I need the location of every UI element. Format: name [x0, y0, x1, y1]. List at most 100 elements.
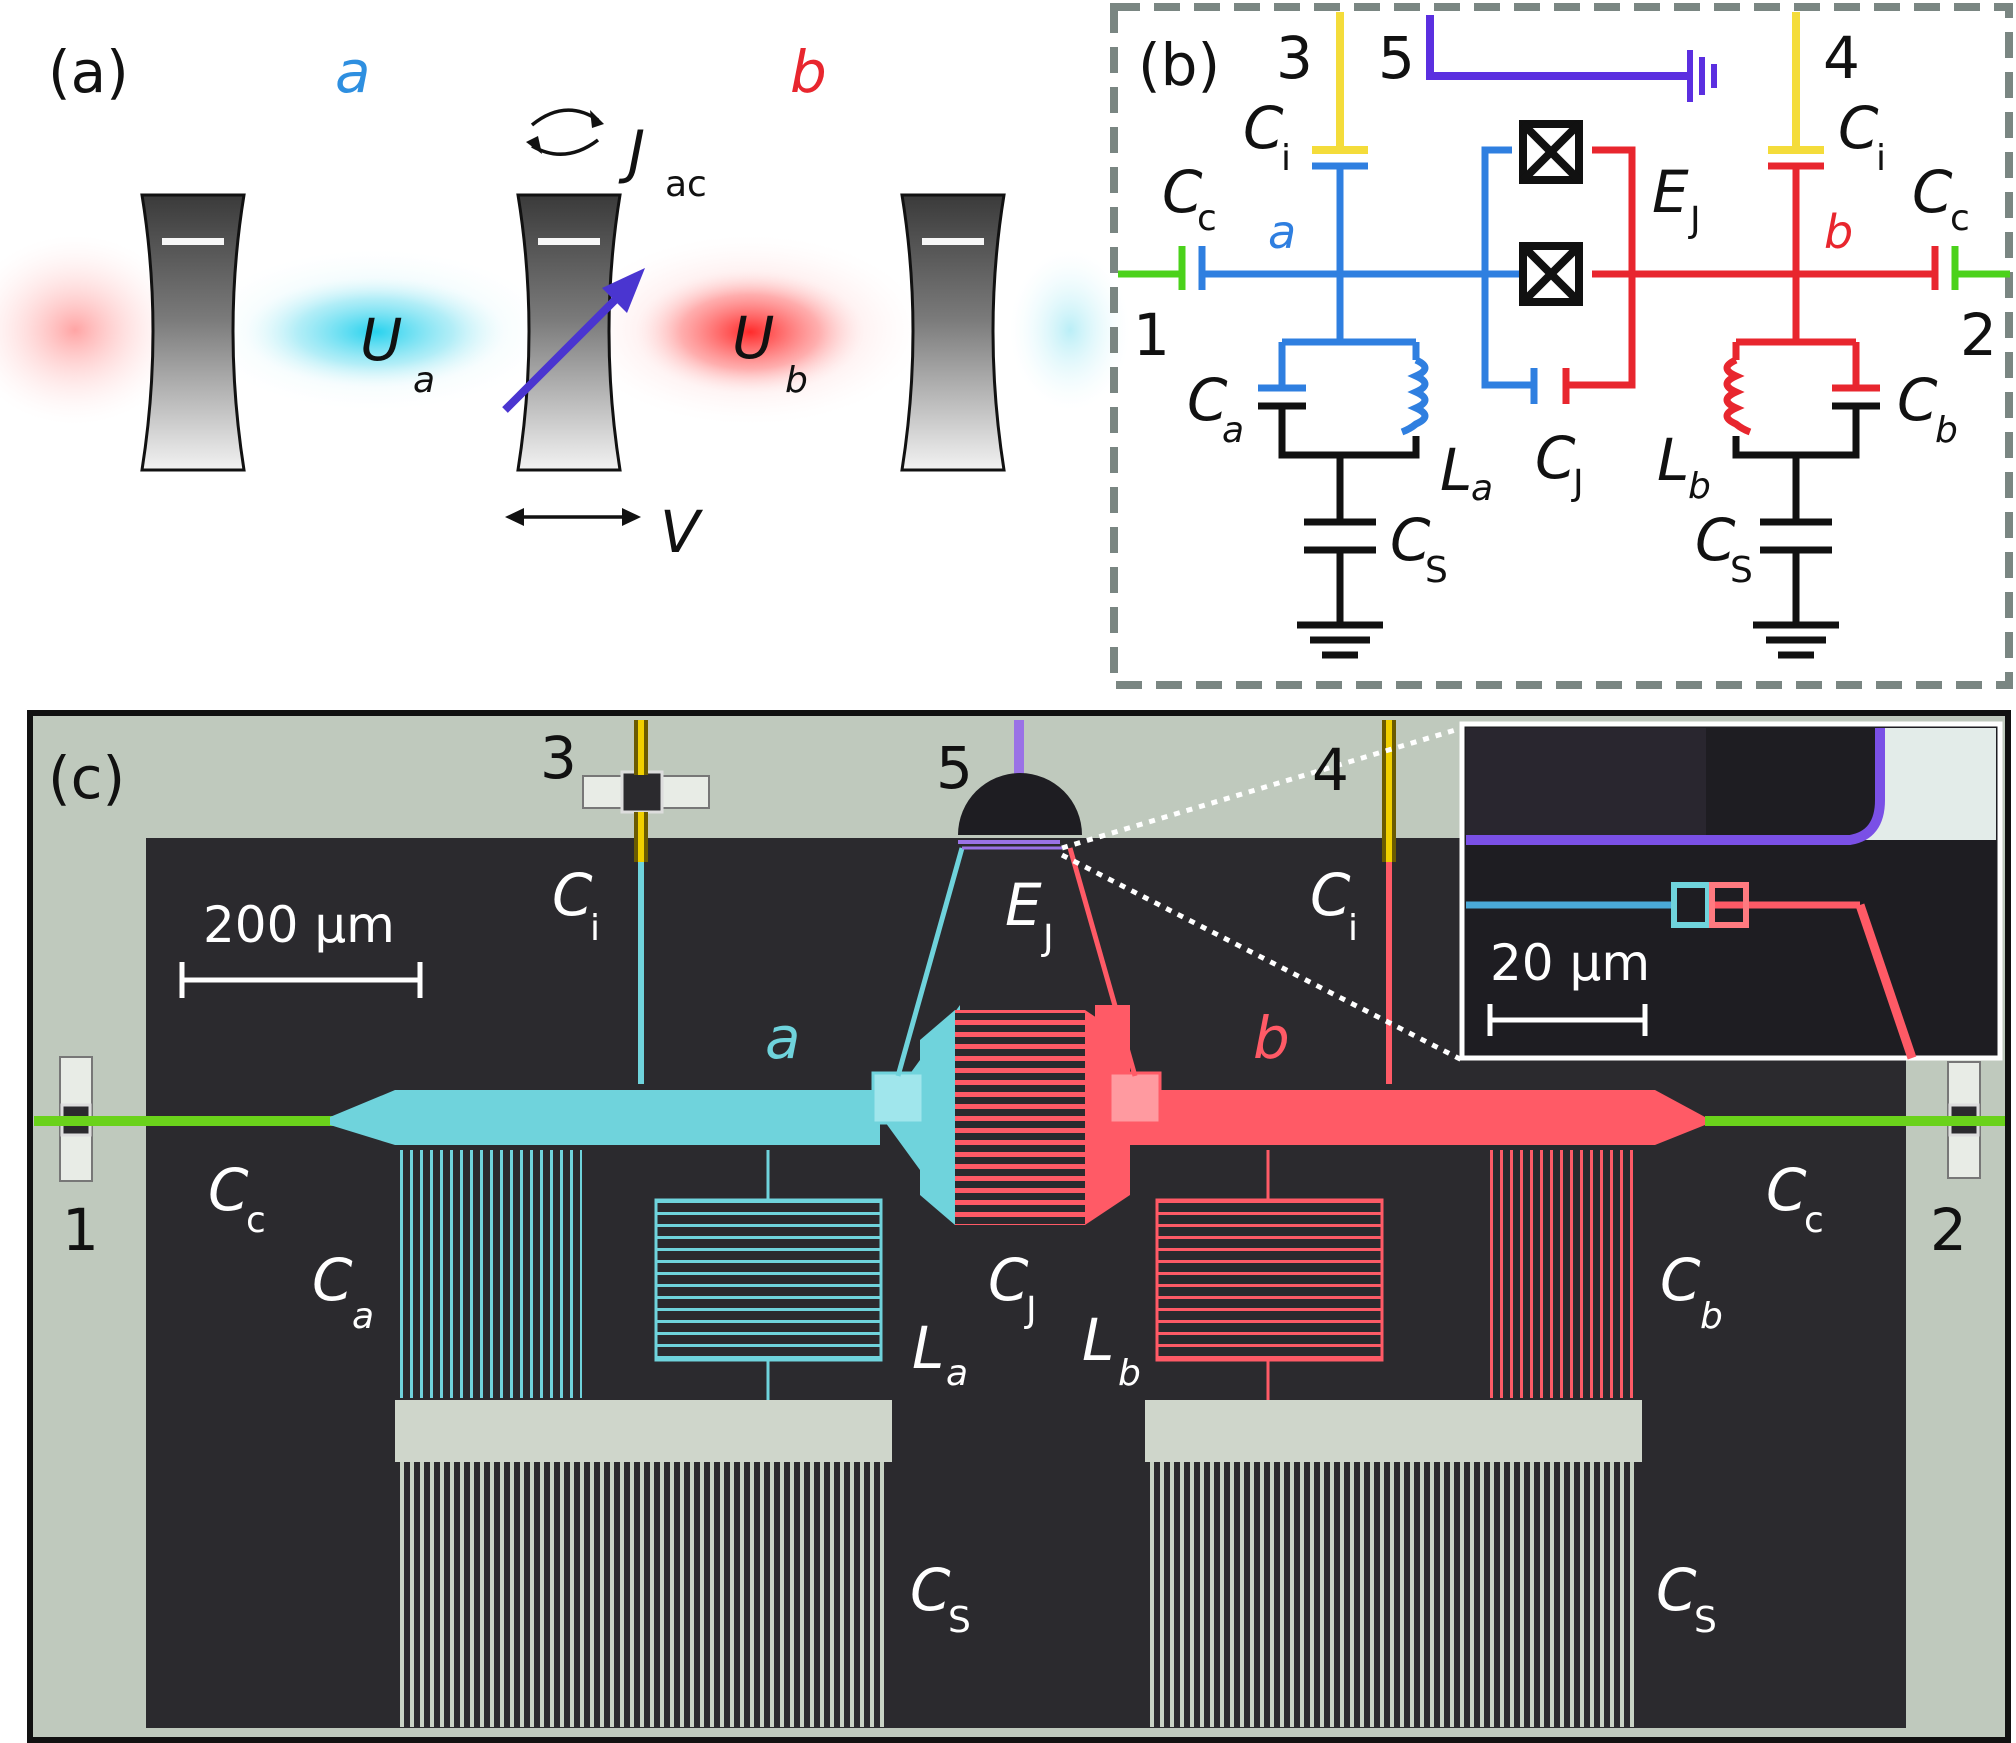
coupling-subscript: ac: [665, 164, 707, 205]
panel-b: (b): [1110, 3, 2013, 689]
Cc-right-label: C: [1766, 1156, 1807, 1224]
port-5-label: 5: [936, 734, 973, 802]
svg-text:i: i: [590, 908, 600, 949]
svg-text:i: i: [1348, 908, 1358, 949]
svg-text:J: J: [1041, 918, 1054, 959]
CS-left-label: C: [1390, 506, 1431, 574]
svg-text:S: S: [1730, 550, 1753, 591]
capacitor-Cb: [1488, 1150, 1638, 1398]
ground-block-right: [1145, 1400, 1642, 1462]
Cc-left-label: C: [1162, 158, 1203, 226]
port-4-label: 4: [1312, 736, 1349, 804]
svg-text:c: c: [1950, 198, 1970, 239]
svg-text:b: b: [1935, 410, 1958, 451]
junction-inset: 20 µm: [1459, 721, 2003, 1061]
mode-a-label: a: [765, 1004, 801, 1072]
svg-text:b: b: [1118, 1353, 1141, 1394]
port-1-line: [34, 1116, 334, 1126]
CS-left-label: C: [910, 1556, 951, 1624]
port-4-label: 4: [1823, 24, 1860, 92]
panel-b-tag: (b): [1138, 31, 1220, 99]
josephson-junction-icon: [1519, 120, 1583, 306]
port-1-label: 1: [62, 1196, 99, 1264]
mode-a-label: a: [335, 38, 371, 106]
node-a-label: a: [1268, 205, 1296, 259]
port-1-label: 1: [1133, 301, 1170, 369]
capacitor-Ca: [400, 1150, 582, 1398]
resonator-b-conductor: [1095, 1090, 1655, 1145]
inset-scale-label: 20 µm: [1490, 934, 1650, 992]
port-1-line: [1118, 246, 1186, 290]
panel-a: (a): [0, 38, 1130, 566]
svg-text:i: i: [1876, 138, 1886, 179]
CS-right-label: C: [1695, 506, 1736, 574]
capacitor-CS-left: [395, 1462, 887, 1727]
panel-b-frame: [1110, 3, 2013, 689]
port-3-label: 3: [540, 724, 577, 792]
circuit-a: [1198, 146, 1538, 436]
svg-text:c: c: [246, 1200, 266, 1241]
mode-b-blob: [635, 270, 865, 394]
ground-block-left: [395, 1400, 892, 1462]
Cc-right-label: C: [1912, 158, 1953, 226]
inductor-La: [654, 1198, 883, 1362]
Ci-left-label: C: [552, 861, 593, 929]
svg-text:S: S: [1694, 1600, 1717, 1641]
panel-c: 200 µm 20 µm (c) 3 5 4 1 2 C i: [27, 710, 2011, 1743]
flux-arrow: [502, 287, 628, 413]
svg-text:J: J: [1571, 463, 1584, 504]
La-label: L: [1440, 436, 1472, 504]
mode-b-label: b: [790, 38, 827, 106]
mode-b-label: b: [1253, 1004, 1290, 1072]
port-3-label: 3: [1276, 24, 1313, 92]
svg-text:J: J: [1688, 200, 1701, 241]
La-label: L: [912, 1314, 944, 1382]
Cb-label: C: [1660, 1246, 1701, 1314]
Ub-subscript: b: [785, 360, 808, 401]
svg-text:c: c: [1804, 1200, 1824, 1241]
node-b-label: b: [1824, 205, 1853, 259]
oscillation-arrow-icon: [505, 508, 641, 526]
CJ-label: C: [988, 1246, 1029, 1314]
exchange-arrows-icon: [526, 108, 604, 156]
Ca-label: C: [1187, 366, 1228, 434]
EJ-label: E: [1005, 871, 1042, 939]
Lb-label: L: [1082, 1306, 1114, 1374]
Lb-label: L: [1657, 426, 1689, 494]
capacitor-CS-right: [1145, 1462, 1637, 1727]
Cb-label: C: [1897, 366, 1938, 434]
CJ-label: C: [1535, 424, 1576, 492]
flux-line-5: [1426, 15, 1688, 80]
Ua-label: U: [360, 306, 402, 374]
svg-text:b: b: [1688, 466, 1711, 507]
scale-bar: 200 µm: [179, 896, 423, 998]
CS-right-label: C: [1656, 1556, 1697, 1624]
port-2-line: [1705, 1116, 2005, 1126]
svg-text:a: a: [1471, 468, 1493, 509]
coupling-label: J: [618, 118, 645, 186]
ground-network: [1258, 402, 1880, 659]
port-5-label: 5: [1378, 24, 1415, 92]
mirror-middle: [516, 193, 622, 472]
Cc-left-label: C: [208, 1156, 249, 1224]
Ci-right-label: C: [1838, 94, 1879, 162]
svg-text:a: a: [946, 1353, 968, 1394]
Ca-label: C: [312, 1246, 353, 1314]
coupling-capacitor: [955, 1010, 1085, 1225]
mode-a-blob: [245, 277, 505, 387]
svg-text:S: S: [1425, 550, 1448, 591]
panel-a-tag: (a): [48, 38, 129, 106]
svg-text:a: a: [352, 1296, 374, 1337]
Ci-left-label: C: [1243, 94, 1284, 162]
port-2-label: 2: [1930, 1196, 1967, 1264]
svg-text:c: c: [1197, 198, 1217, 239]
svg-text:b: b: [1700, 1296, 1723, 1337]
svg-text:J: J: [1024, 1290, 1037, 1331]
V-label: V: [660, 498, 704, 566]
svg-text:S: S: [948, 1600, 971, 1641]
mirror-left: [140, 193, 246, 472]
scale-bar-label: 200 µm: [203, 896, 395, 954]
svg-text:i: i: [1281, 138, 1291, 179]
port-2-line: [1951, 246, 2010, 290]
circuit-b: [1562, 146, 1939, 436]
